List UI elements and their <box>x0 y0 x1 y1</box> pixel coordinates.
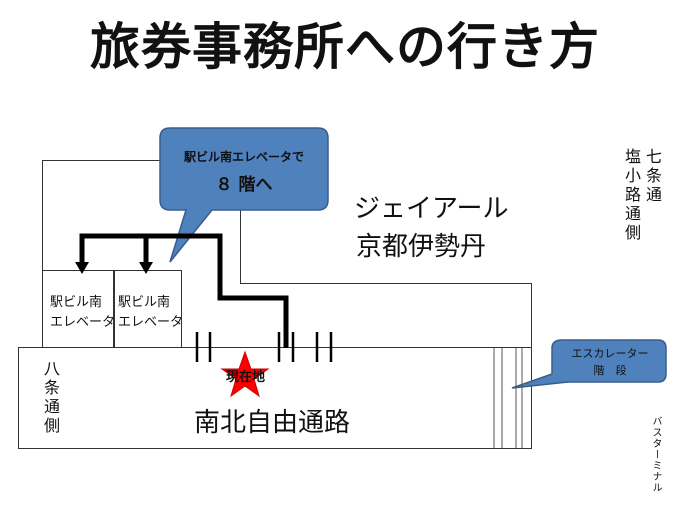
elevator-callout-line2: ８ 階へ <box>215 175 273 195</box>
elevator-callout-line1: 駅ビル南エレベータで <box>183 150 304 164</box>
page-title: 旅券事務所への行き方 <box>90 18 600 76</box>
route-path <box>79 233 289 348</box>
shiokoji-street-label: 塩小路通側 <box>622 148 641 243</box>
escalator-callout-line1: エスカレーター <box>571 347 649 360</box>
elevator-left-label-line1: 駅ビル南 <box>50 295 103 310</box>
elevator-right-label-line2: エレベータ <box>118 315 184 330</box>
passage-label: 南北自由通路 <box>194 408 351 438</box>
escalator-callout-line2: 階 段 <box>593 364 627 377</box>
hachijo-street-label: 八条通側 <box>41 360 60 436</box>
jr-isetan-label-line1: ジェイアール <box>354 194 509 224</box>
elevator-right <box>114 270 182 348</box>
current-location-star <box>220 350 270 398</box>
jr-isetan-label-line2: 京都伊勢丹 <box>356 232 487 262</box>
north-south-passage <box>18 347 532 449</box>
current-location-label: 現在地 <box>226 370 266 385</box>
elevator-left <box>42 270 114 348</box>
route-arrow-left <box>75 262 89 274</box>
elevator-right-label-line1: 駅ビル南 <box>118 295 171 310</box>
escalator-callout-bubble <box>511 339 667 389</box>
shichijo-street-label: 七条通 <box>643 148 662 205</box>
route-arrow-right <box>139 262 153 274</box>
bus-terminal-label: バスターミナル <box>650 416 661 493</box>
elevator-left-label-line2: エレベータ <box>50 315 116 330</box>
